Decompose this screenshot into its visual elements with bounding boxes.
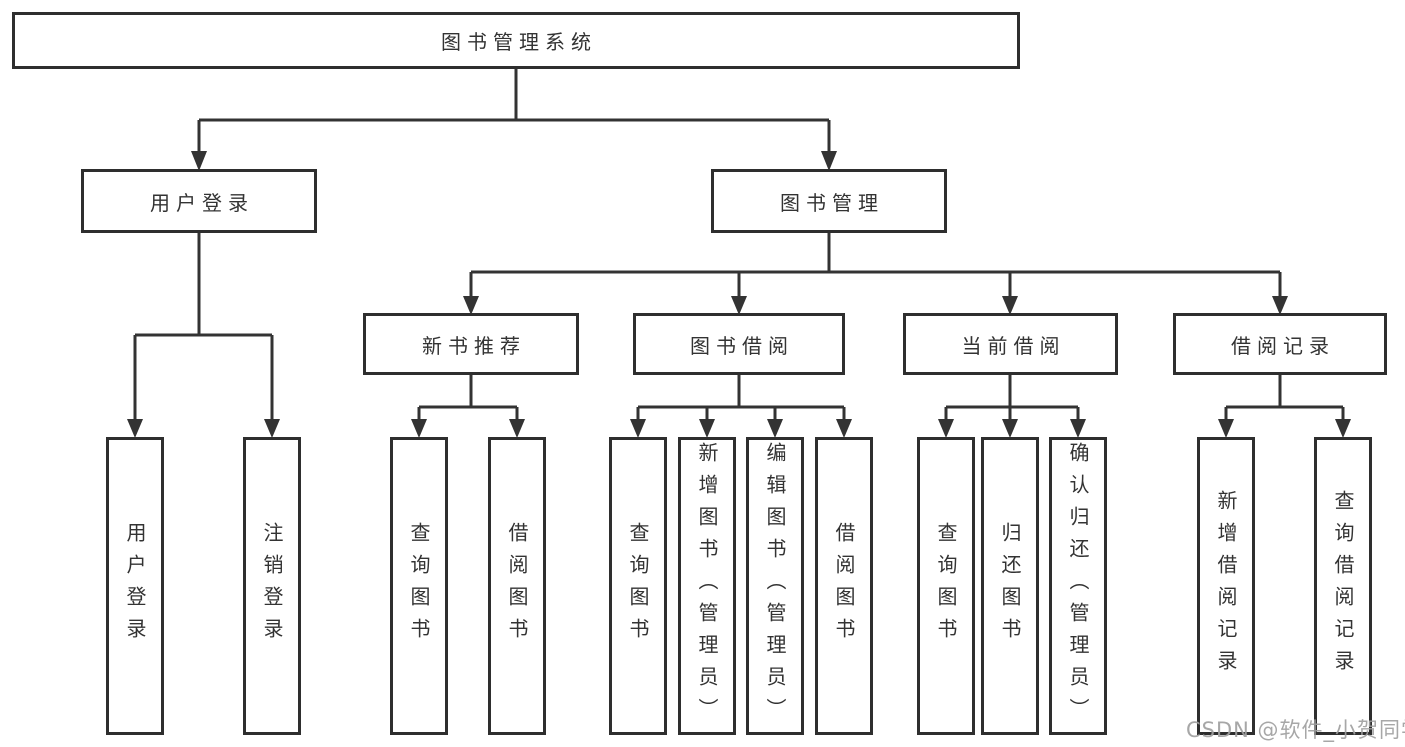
leaf-query-books-borrow: 查询图书 <box>609 437 667 735</box>
node-label: 用户登录 <box>123 522 147 650</box>
node-book-borrowing: 图书借阅 <box>633 313 845 375</box>
node-label: 查询图书 <box>626 522 650 650</box>
node-library-management-system: 图书管理系统 <box>12 12 1020 69</box>
leaf-confirm-return-admin: 确认归还（管理员） <box>1049 437 1107 735</box>
node-label: 借阅图书 <box>505 522 529 650</box>
node-label: 新书推荐 <box>422 333 526 358</box>
leaf-logout: 注销登录 <box>243 437 301 735</box>
node-label: 编辑图书（管理员） <box>763 442 787 730</box>
node-label: 当前借阅 <box>961 333 1066 358</box>
node-label: 借阅记录 <box>1231 333 1335 358</box>
leaf-return-book: 归还图书 <box>981 437 1039 735</box>
node-label: 查询借阅记录 <box>1331 490 1355 682</box>
node-label: 图书管理系统 <box>441 30 597 54</box>
node-label: 图书借阅 <box>690 333 794 358</box>
node-label: 新增借阅记录 <box>1214 490 1238 682</box>
leaf-add-book-admin: 新增图书（管理员） <box>678 437 736 735</box>
node-label: 新增图书（管理员） <box>695 442 719 730</box>
leaf-query-books-recommend: 查询图书 <box>390 437 448 735</box>
leaf-add-borrow-record: 新增借阅记录 <box>1197 437 1255 735</box>
node-borrowing-records: 借阅记录 <box>1173 313 1387 375</box>
leaf-edit-book-admin: 编辑图书（管理员） <box>746 437 804 735</box>
node-label: 归还图书 <box>998 522 1022 650</box>
node-label: 用户登录 <box>150 190 254 215</box>
node-label: 借阅图书 <box>832 522 856 650</box>
node-label: 注销登录 <box>260 522 284 650</box>
leaf-borrow-books: 借阅图书 <box>815 437 873 735</box>
node-book-management-module: 图书管理 <box>711 169 947 233</box>
leaf-user-login: 用户登录 <box>106 437 164 735</box>
node-label: 确认归还（管理员） <box>1066 442 1090 730</box>
node-new-book-recommendation: 新书推荐 <box>363 313 579 375</box>
node-current-borrowing: 当前借阅 <box>903 313 1118 375</box>
node-user-login-module: 用户登录 <box>81 169 317 233</box>
leaf-query-books-current: 查询图书 <box>917 437 975 735</box>
node-label: 查询图书 <box>934 522 958 650</box>
leaf-query-borrow-record: 查询借阅记录 <box>1314 437 1372 735</box>
node-label: 图书管理 <box>780 190 884 215</box>
leaf-borrow-books-recommend: 借阅图书 <box>488 437 546 735</box>
csdn-watermark: CSDN @软件_小贺同学 <box>1186 718 1405 742</box>
node-label: 查询图书 <box>407 522 431 650</box>
